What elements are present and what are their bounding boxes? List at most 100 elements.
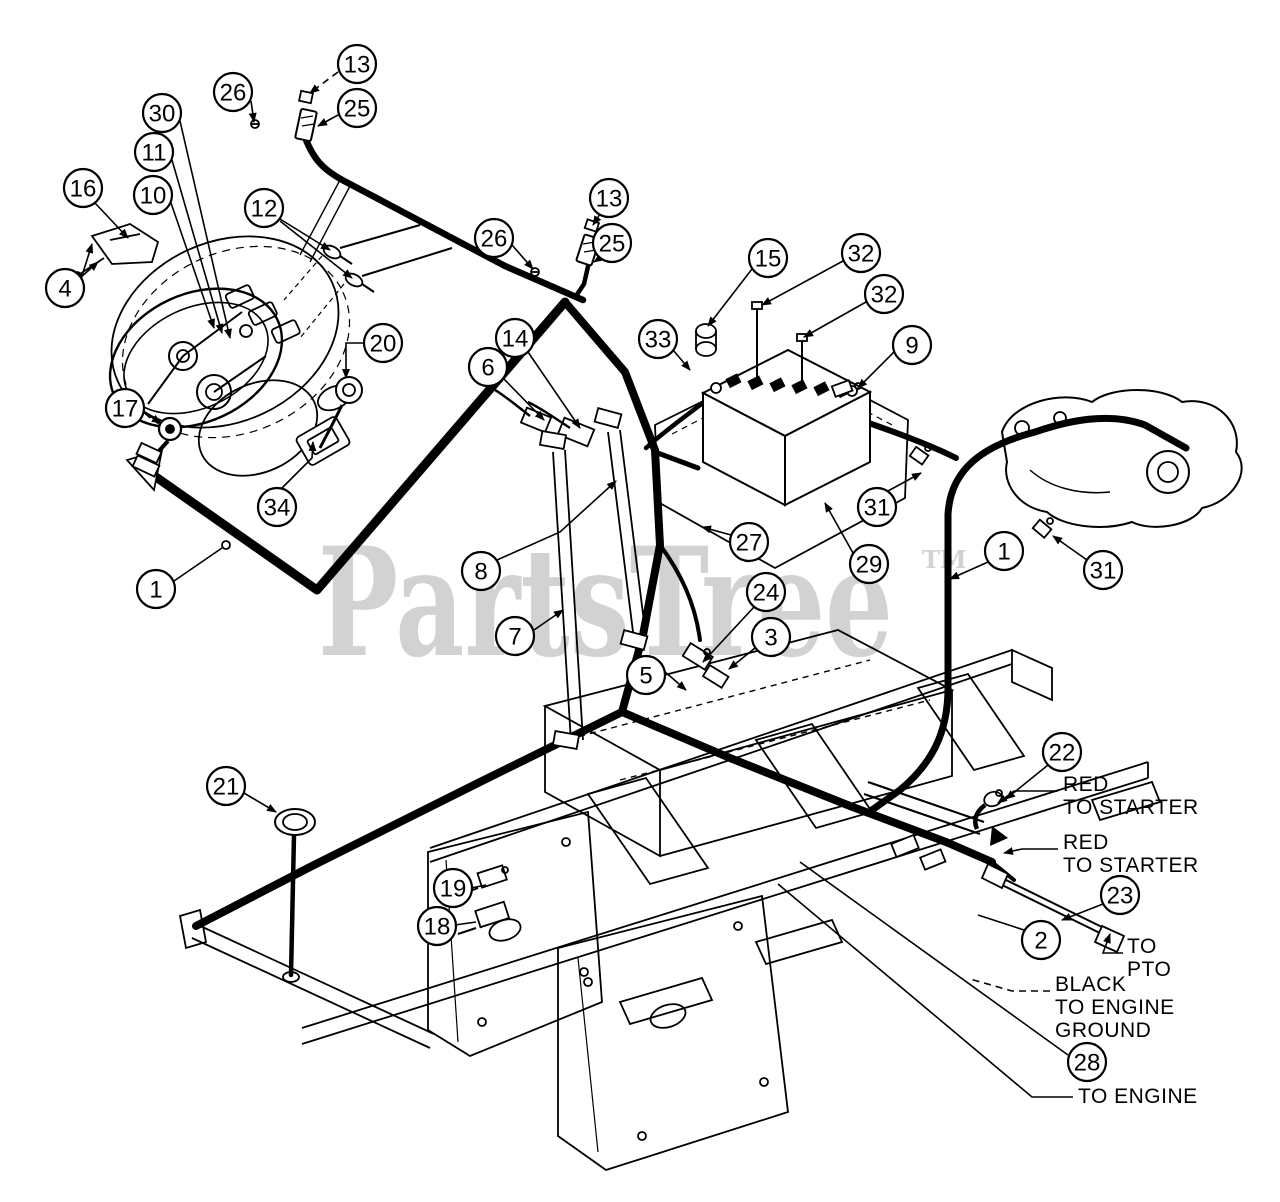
callout-3-leader-0 <box>728 647 756 670</box>
callout-number-21: 21 <box>213 774 240 801</box>
callout-3: 3 <box>728 616 792 670</box>
callout-8-leader-0 <box>496 480 617 561</box>
connectors-24-3 <box>681 641 730 690</box>
callout-18-leader-0 <box>454 921 477 926</box>
callout-21: 21 <box>205 765 277 813</box>
callout-number-20: 20 <box>370 331 397 358</box>
callout-16-leader-0 <box>94 202 129 239</box>
callout-25-leader-0 <box>317 114 339 127</box>
callout-number-11: 11 <box>142 140 167 167</box>
callout-circle-33 <box>637 318 679 360</box>
callout-number-32: 32 <box>848 241 875 268</box>
callout-30: 30 <box>141 92 232 339</box>
callout-30-leader-0 <box>179 120 232 339</box>
callout-number-24: 24 <box>753 580 780 607</box>
callout-25-leader-0 <box>593 253 604 263</box>
callout-22-leader-0 <box>1005 764 1049 800</box>
callout-circle-31 <box>856 486 898 528</box>
callout-number-13: 13 <box>344 52 371 79</box>
callout-number-22: 22 <box>1049 740 1076 767</box>
harness-end-connectors-2 <box>890 833 947 871</box>
callout-24: 24 <box>702 571 787 663</box>
callout-1-leader-0 <box>949 561 989 580</box>
engine-muffler-outline <box>1000 389 1243 528</box>
callout-number-1: 1 <box>997 539 1010 566</box>
screw-on-harness-1 <box>221 540 231 550</box>
callout-number-28: 28 <box>1074 1050 1101 1077</box>
callout-circle-22 <box>1041 731 1083 773</box>
to-pto-leader-0 <box>1101 933 1123 954</box>
callout-circle-26 <box>473 217 515 259</box>
terminal-clamp-9 <box>830 379 854 398</box>
callout-32: 32 <box>761 232 882 306</box>
battery-post-neg <box>710 382 722 394</box>
callout-circle-16 <box>62 167 104 209</box>
callout-circle-18 <box>416 905 458 947</box>
steering-console <box>108 179 351 477</box>
callout-number-13: 13 <box>596 186 623 213</box>
callout-1: 1 <box>949 530 1025 580</box>
callout-number-23: 23 <box>1107 883 1134 910</box>
callout-28: 28 <box>799 861 1108 1083</box>
callout-circle-32 <box>840 232 882 274</box>
callout-number-26: 26 <box>481 226 508 253</box>
callout-10: 10 <box>132 174 215 329</box>
callout-11-leader-0 <box>171 159 224 334</box>
callout-number-18: 18 <box>424 914 451 941</box>
callout-7: 7 <box>494 609 564 657</box>
callout-circle-28 <box>1066 1041 1108 1083</box>
callout-9-leader-0 <box>857 351 895 389</box>
battery-right-face <box>784 390 871 507</box>
callout-19: 19 <box>432 867 487 909</box>
callout-9: 9 <box>857 324 933 389</box>
callout-circle-27 <box>728 521 770 563</box>
callout-circle-20 <box>362 322 404 364</box>
callout-22: 22 <box>1005 731 1083 800</box>
callout-number-32: 32 <box>871 282 898 309</box>
callout-circle-1 <box>135 568 177 610</box>
cable-clamps-31 <box>908 444 1054 540</box>
callout-4-leader-0 <box>79 261 99 279</box>
to-engine-leader-0 <box>777 883 1073 1098</box>
callout-31-leader-0 <box>1052 535 1088 561</box>
red-to-starter-1-leader-0 <box>997 790 1058 804</box>
wire-label-to-engine: TO ENGINE <box>777 883 1197 1108</box>
callout-32: 32 <box>803 273 905 338</box>
callout-number-27: 27 <box>736 530 763 557</box>
grommet-and-connector <box>131 416 183 478</box>
top-connector-set <box>250 89 318 142</box>
callout-6: 6 <box>467 346 545 421</box>
callout-circle-1 <box>983 530 1025 572</box>
callout-25: 25 <box>591 222 633 264</box>
callout-number-16: 16 <box>70 176 97 203</box>
callout-16: 16 <box>62 167 129 239</box>
callout-6-leader-0 <box>502 377 545 421</box>
callout-number-6: 6 <box>481 355 494 382</box>
callout-18: 18 <box>416 905 477 947</box>
callout-circle-8 <box>460 550 502 592</box>
callout-20-leader-0 <box>342 342 364 379</box>
callout-circle-24 <box>745 571 787 613</box>
callout-circle-6 <box>467 346 509 388</box>
callout-23: 23 <box>1061 874 1141 921</box>
clip-13-right <box>583 218 601 233</box>
black-to-engine-ground-leader-0 <box>969 978 1050 992</box>
callout-31: 31 <box>856 472 922 528</box>
callout-13: 13 <box>309 43 378 94</box>
callout-circle-30 <box>141 92 183 134</box>
callout-25: 25 <box>317 87 378 129</box>
callout-5: 5 <box>625 654 687 696</box>
frame-relays-19-18 <box>457 864 511 935</box>
callout-circle-10 <box>132 174 174 216</box>
callout-circle-3 <box>750 616 792 658</box>
callout-7-leader-0 <box>533 609 564 631</box>
callout-circle-32 <box>863 273 905 315</box>
callout-number-3: 3 <box>764 625 777 652</box>
callout-circle-11 <box>133 131 175 173</box>
callout-circle-7 <box>494 615 536 657</box>
